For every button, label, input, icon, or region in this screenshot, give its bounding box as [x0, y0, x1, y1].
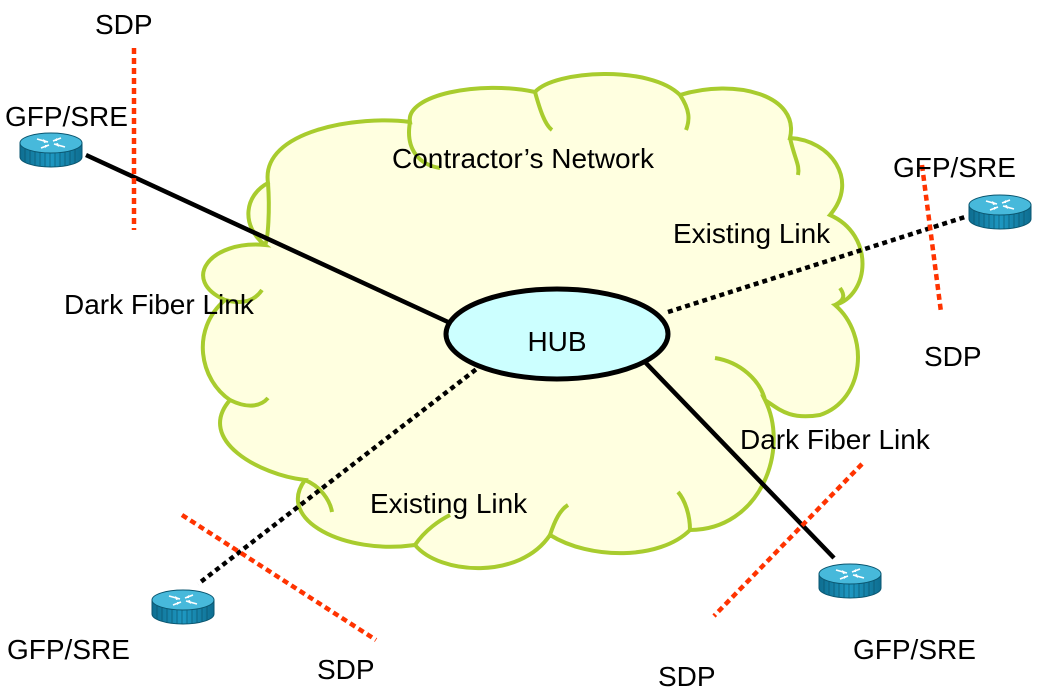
router-icon-bottom-right [818, 563, 882, 599]
dark-fiber-label-right: Dark Fiber Link [740, 424, 931, 455]
sdp-boundary-bottom-right [712, 462, 864, 618]
existing-link-bottom-left [196, 362, 485, 586]
cloud-label: Contractor’s Network [392, 143, 655, 174]
sdp-boundary-right [919, 164, 944, 313]
router-label-top-left: GFP/SRE [5, 101, 128, 132]
sdp-label-right: SDP [924, 341, 982, 372]
sdp-label-bottom-left: SDP [317, 654, 375, 685]
router-icon-right [968, 194, 1032, 230]
existing-link-label-bottom: Existing Link [370, 488, 528, 519]
sdp-boundary-bottom-left [180, 513, 378, 642]
sdp-label-top-left: SDP [95, 9, 153, 40]
existing-link-label-right: Existing Link [673, 218, 831, 249]
router-label-bottom-right: GFP/SRE [853, 634, 976, 665]
hub-label: HUB [527, 326, 586, 357]
router-icon-bottom-left [151, 589, 215, 625]
existing-link-right [667, 213, 969, 315]
router-label-right: GFP/SRE [893, 152, 1016, 183]
sdp-label-bottom-right: SDP [658, 661, 716, 689]
router-label-bottom-left: GFP/SRE [7, 634, 130, 665]
cloud-contour-arcs [224, 91, 846, 547]
router-icon-top-left [19, 132, 83, 168]
dark-fiber-label-left: Dark Fiber Link [64, 289, 255, 320]
dark-fiber-link-top-left [85, 152, 449, 325]
hub-node [443, 286, 671, 382]
